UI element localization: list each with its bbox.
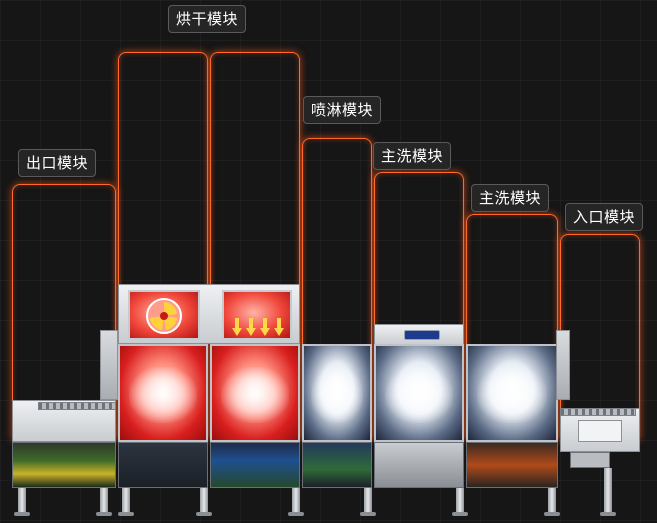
spray-lower-cabinet (302, 442, 372, 488)
foot (288, 512, 304, 516)
steam (128, 366, 198, 424)
spray-module-frame (302, 138, 372, 440)
main-wash-1-module-frame (374, 172, 464, 440)
main-wash-1-module-label: 主洗模块 (373, 142, 452, 170)
inlet-conveyor (560, 408, 636, 416)
leg (122, 488, 130, 514)
dryer-heater-box (222, 290, 292, 340)
steam (310, 366, 364, 424)
leg (456, 488, 464, 514)
dryer-lower-cabinet-right (210, 442, 300, 488)
outlet-lower-cabinet (12, 442, 116, 488)
foot (360, 512, 376, 516)
leg (604, 468, 612, 514)
leg (292, 488, 300, 514)
foot (118, 512, 134, 516)
main-wash-1-chamber (374, 344, 464, 442)
dryer-module-label: 烘干模块 (168, 5, 247, 33)
foot (452, 512, 468, 516)
steam (476, 366, 548, 424)
heat-arrows-icon (232, 318, 284, 336)
foot (196, 512, 212, 516)
main-wash-2-lower-cabinet (466, 442, 558, 488)
outlet-module-frame (12, 184, 116, 440)
spray-module-label: 喷淋模块 (303, 96, 382, 124)
inlet-drawer (578, 420, 622, 442)
leg (364, 488, 372, 514)
spray-chamber (302, 344, 372, 442)
main-wash-2-module-label: 主洗模块 (471, 184, 550, 212)
main-wash-2-module-frame (466, 214, 558, 440)
foot (96, 512, 112, 516)
leg (100, 488, 108, 514)
outlet-conveyor (38, 402, 116, 410)
dryer-fan-box (128, 290, 200, 340)
leg (200, 488, 208, 514)
steam (384, 366, 454, 424)
fan-icon (146, 298, 182, 334)
foot (14, 512, 30, 516)
dryer-module-frame-right (210, 52, 300, 440)
dryer-side-flap (100, 330, 118, 400)
leg (18, 488, 26, 514)
leg (548, 488, 556, 514)
inlet-lower-cabinet (570, 452, 610, 468)
dryer-lower-cabinet-left (118, 442, 208, 488)
steam (220, 366, 290, 424)
main-wash-2-side-flap (556, 330, 570, 400)
foot (600, 512, 616, 516)
main-wash-2-chamber (466, 344, 558, 442)
control-panel-icon (404, 330, 440, 340)
dryer-chamber-right (210, 344, 300, 442)
inlet-module-label: 入口模块 (565, 203, 644, 231)
dryer-module-frame-left (118, 52, 208, 440)
main-wash-1-lower-cabinet (374, 442, 464, 488)
foot (544, 512, 560, 516)
outlet-module-label: 出口模块 (18, 149, 97, 177)
dryer-chamber-left (118, 344, 208, 442)
